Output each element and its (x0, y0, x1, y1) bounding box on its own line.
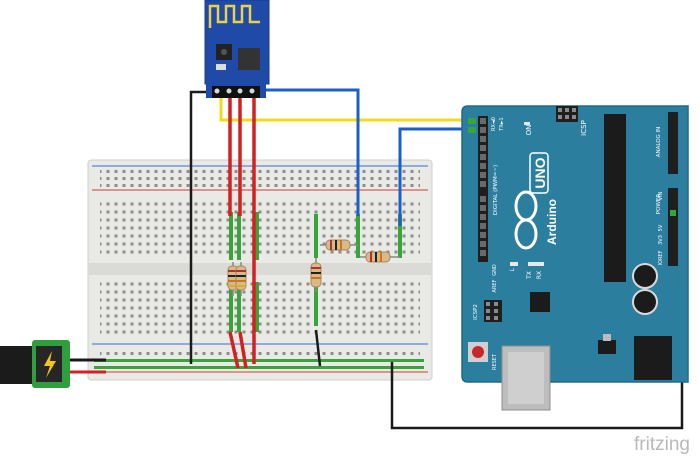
resistor (235, 262, 247, 296)
label-icsp: ICSP (580, 120, 588, 136)
wire-yellow (219, 94, 474, 122)
power-jack (0, 340, 70, 388)
label-reset: RESET (492, 353, 498, 370)
highlighted-holes (94, 212, 424, 369)
label-ioref: IOREF (658, 250, 664, 265)
arduino-brand: Arduino (545, 199, 559, 245)
label-analog: ANALOG IN (656, 127, 662, 158)
esp8266-module (204, 0, 270, 98)
lightning-bolt-icon (44, 351, 56, 378)
label-3v3: 3V3 (658, 235, 664, 245)
label-power: POWER (656, 194, 662, 215)
label-pin-rx: RX◄0 (491, 117, 497, 131)
label-aref: AREF (492, 279, 498, 292)
resistor (360, 251, 400, 263)
label-tx: TX (526, 271, 533, 280)
wire-blue (398, 127, 474, 226)
label-pin-tx: TX►1 (499, 117, 505, 132)
label-rx: RX (536, 271, 543, 279)
label-vin: VIN (658, 191, 664, 200)
label-on: ON (525, 125, 533, 136)
resistor (310, 258, 322, 292)
label-icsp2: ICSP2 (473, 304, 479, 320)
wire-red (238, 331, 248, 369)
arduino-uno: UNO Arduino ON ICSP DIGITAL (PWM=~) ANAL… (461, 105, 689, 411)
breadboard (87, 159, 433, 381)
resistor (320, 239, 358, 251)
label-gnd: GND (492, 264, 498, 276)
label-l: L (509, 268, 516, 272)
wire-blue (256, 88, 360, 216)
label-digital: DIGITAL (PWM=~) (493, 165, 499, 215)
antenna-trace-icon (208, 4, 260, 28)
label-5v: 5V (658, 224, 664, 231)
arduino-model: UNO (532, 157, 548, 188)
infinity-logo-icon (514, 190, 538, 250)
wire-red (228, 331, 240, 369)
watermark: fritzing (634, 434, 690, 455)
wire-black (314, 329, 322, 367)
